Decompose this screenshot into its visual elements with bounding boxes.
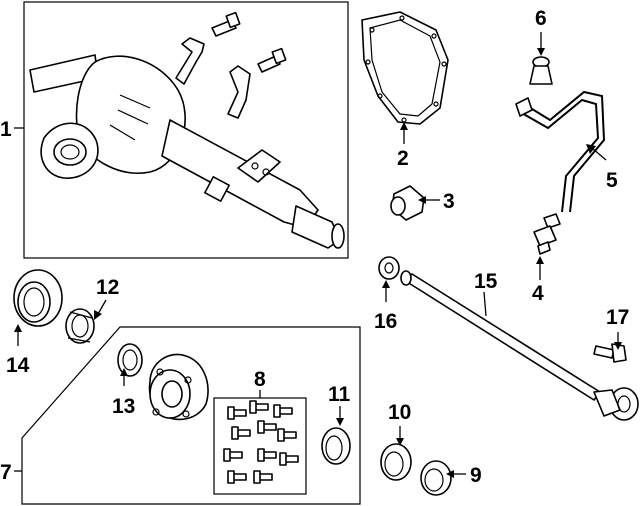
callout-10: 10 [388,401,411,424]
vent-tube-icon [515,90,606,213]
callout-11: 11 [328,383,351,406]
bearing-icon [380,443,412,481]
hub-icon [148,353,209,421]
axle-housing-icon [29,54,345,249]
cover-gasket-icon [361,11,449,125]
callout-3: 3 [443,190,455,213]
callout-13: 13 [112,395,135,418]
callout-8: 8 [254,368,266,391]
callout-9: 9 [470,464,482,487]
callout-6: 6 [535,7,547,30]
callout-4: 4 [532,282,544,305]
seal-icon [13,269,63,327]
bearing-race-icon [117,343,143,377]
callout-15: 15 [474,270,498,293]
callout-16: 16 [374,310,397,333]
vent-cap-icon [529,56,553,85]
washer-icon [378,256,400,280]
leader-lines [14,32,622,478]
seal-icon [420,460,452,496]
callout-14: 14 [6,354,30,377]
callout-1: 1 [0,118,12,141]
callout-5: 5 [606,169,618,192]
bolt-icon [211,11,287,73]
hub-kit-frame [21,326,361,505]
bearing-icon [65,308,95,344]
vent-fitting-icon [533,213,561,255]
wheel-stud-set-icon [213,397,307,495]
bolt-icon [593,343,627,363]
callout-2: 2 [397,147,409,170]
seal-icon [321,427,351,465]
callout-17: 17 [606,306,629,329]
axle-shaft-icon [400,270,639,421]
housing-frame [23,1,349,259]
callout-12: 12 [96,276,119,299]
u-bolt-strap-icon [175,37,251,119]
callout-7: 7 [0,461,12,484]
bushing-icon [390,185,425,221]
